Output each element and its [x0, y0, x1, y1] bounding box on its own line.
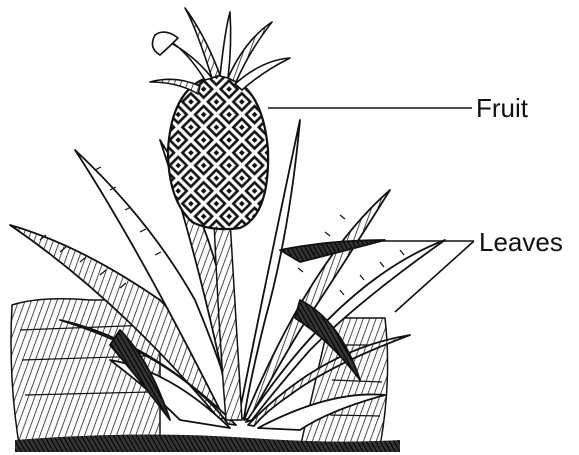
leaves-label: Leaves [479, 229, 563, 255]
leaves-leader-line-lower [395, 241, 474, 312]
fruit [168, 75, 268, 229]
fruit-label: Fruit [476, 95, 528, 121]
